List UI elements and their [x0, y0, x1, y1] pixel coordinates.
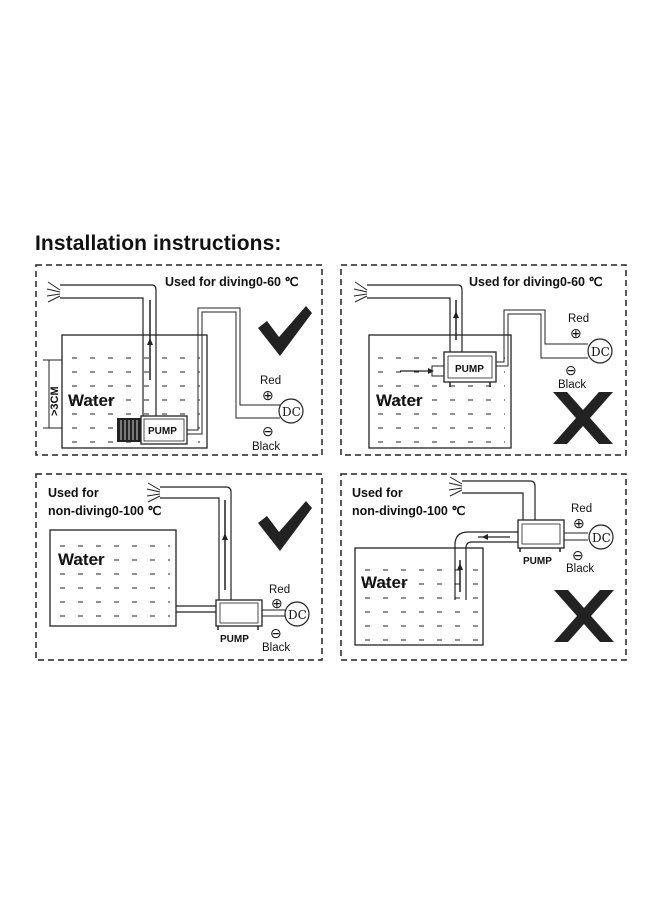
panel-3-minus-icon: ⊖ [270, 625, 282, 641]
panel-3-black-label: Black [262, 642, 290, 654]
panel-2-caption: Used for diving0-60 ℃ [469, 275, 603, 289]
panel-3-caption-line1: Used for [48, 486, 99, 500]
panel-4-dc-label: DC [592, 531, 611, 545]
panel-3-nondiving-correct: Used for non-diving0-100 ℃ Water PUMP [35, 473, 323, 661]
panel-3-pump-label: PUMP [220, 634, 249, 645]
panel-4-caption-line2: non-diving0-100 ℃ [352, 504, 465, 518]
panel-2-diving-wrong: Used for diving0-60 ℃ Water PUMP [340, 264, 627, 456]
panel-1-red-label: Red [260, 375, 281, 387]
panel-4-black-label: Black [566, 563, 594, 575]
panel-2-cross-icon [553, 392, 613, 444]
panel-3-dc-label: DC [288, 608, 307, 622]
panel-1-plus-icon: ⊕ [262, 387, 274, 403]
panel-3-water-label: Water [58, 550, 105, 569]
panel-1-check-icon [258, 306, 312, 356]
panel-2-dc-label: DC [591, 345, 610, 359]
panel-1-pump-label: PUMP [148, 426, 177, 437]
panel-4-plus-icon: ⊕ [573, 515, 585, 531]
panel-2-water-label: Water [376, 391, 423, 410]
panel-1-caption: Used for diving0-60 ℃ [165, 275, 299, 289]
panel-4-caption-line1: Used for [352, 486, 403, 500]
panel-2-red-label: Red [568, 313, 589, 325]
panel-1-water-label: Water [68, 391, 115, 410]
page-title: Installation instructions: [35, 232, 282, 255]
panel-2-black-label: Black [558, 379, 586, 391]
panel-3-check-icon [258, 501, 312, 551]
panel-1-black-label: Black [252, 441, 280, 453]
panel-1-diving-correct: Used for diving0-60 ℃ Water >3CM [35, 264, 323, 456]
panel-4-cross-icon [554, 590, 614, 642]
panel-2-plus-icon: ⊕ [570, 325, 582, 341]
panel-4-water-label: Water [361, 573, 408, 592]
panel-1-depth-label: >3CM [49, 386, 61, 416]
panel-2-pump-label: PUMP [455, 364, 484, 375]
panel-2-minus-icon: ⊖ [565, 362, 577, 378]
panel-4-minus-icon: ⊖ [572, 547, 584, 563]
panel-4-nondiving-wrong: Used for non-diving0-100 ℃ Water [340, 473, 627, 661]
panel-1-minus-icon: ⊖ [262, 423, 274, 439]
panel-3-plus-icon: ⊕ [271, 595, 283, 611]
panel-4-red-label: Red [571, 503, 592, 515]
panel-3-red-label: Red [269, 584, 290, 596]
panel-3-caption-line2: non-diving0-100 ℃ [48, 504, 161, 518]
panel-1-dc-label: DC [282, 405, 301, 419]
panel-4-pump-label: PUMP [523, 556, 552, 567]
